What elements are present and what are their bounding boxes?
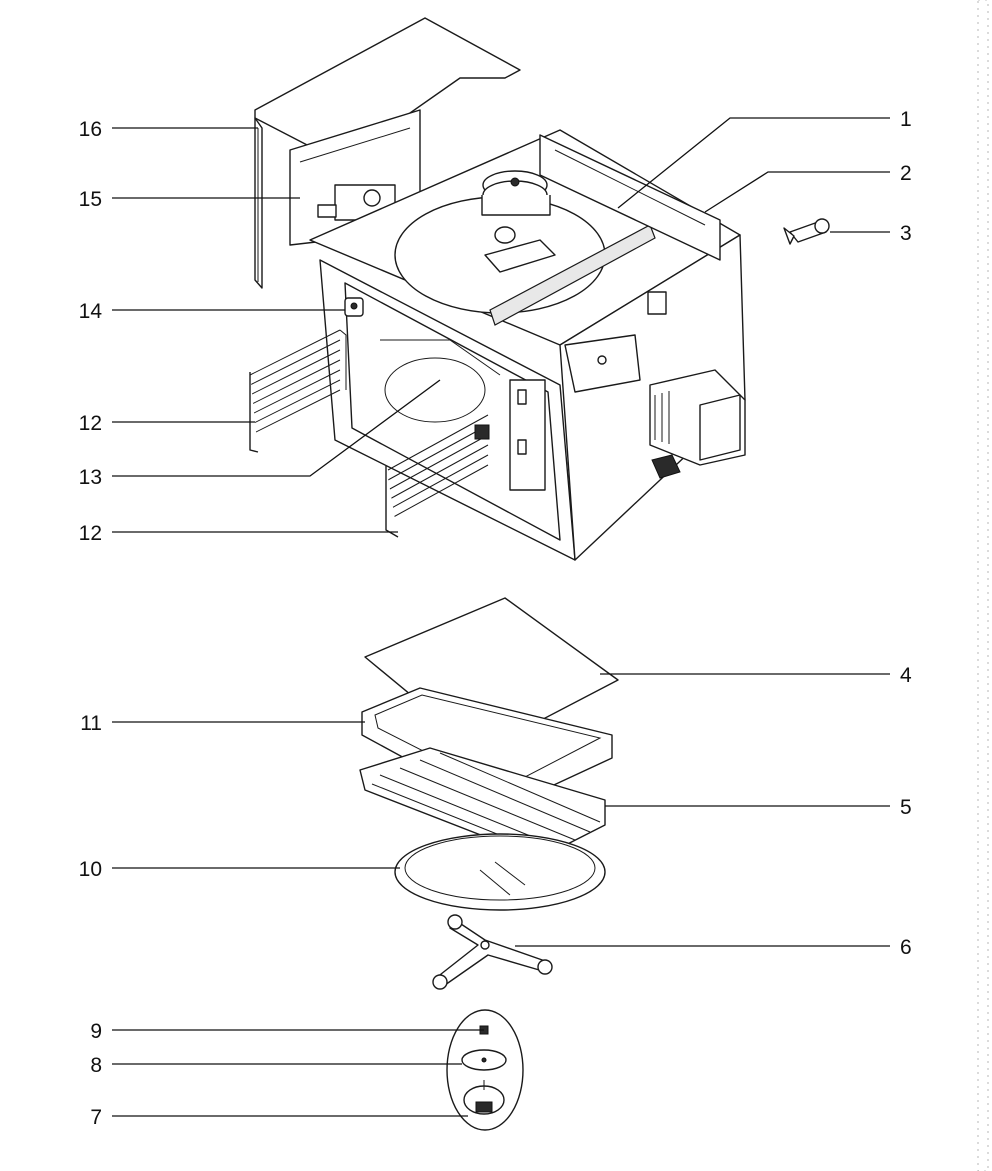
callout-1: 1: [900, 108, 912, 131]
outer-cover-part-16: [254, 17, 521, 289]
callout-14: 14: [79, 300, 103, 323]
callout-13: 13: [79, 466, 102, 489]
oven-cavity-frame: [309, 129, 746, 561]
callout-4: 4: [900, 664, 912, 687]
turntable-part-10: [394, 833, 606, 911]
heater-element-part-12-left: [249, 329, 347, 453]
turntable-motor-assembly-7-9: [446, 1009, 524, 1131]
callout-labels: 16 15 14 12 13 12 11 10 9 8 7 1 2 3 4 5 …: [79, 108, 912, 1129]
callout-3: 3: [900, 222, 912, 245]
callout-7: 7: [90, 1106, 102, 1129]
callout-8: 8: [90, 1054, 102, 1077]
callout-11: 11: [80, 712, 102, 735]
screw-part-3: [783, 218, 830, 245]
heater-element-part-12-right: [385, 414, 490, 538]
callout-12b: 12: [79, 522, 102, 545]
callout-2: 2: [900, 162, 912, 185]
roller-support-part-6: [432, 914, 553, 990]
leader-2: [704, 171, 890, 213]
transformer: [649, 369, 746, 466]
callout-12a: 12: [79, 412, 102, 435]
leader-13: [112, 379, 441, 477]
wire-rack-part-5: [359, 747, 606, 859]
callout-6: 6: [900, 936, 912, 959]
baking-tray-part-11: [361, 687, 613, 811]
callout-15: 15: [79, 188, 102, 211]
callout-9: 9: [90, 1020, 102, 1043]
leader-1: [617, 117, 890, 209]
lamp-holder-part-14: [344, 297, 364, 317]
callout-10: 10: [79, 858, 102, 881]
leader-lines: [112, 117, 890, 1117]
scan-edge-strip: [977, 0, 989, 1171]
callout-16: 16: [79, 118, 102, 141]
callout-5: 5: [900, 796, 912, 819]
